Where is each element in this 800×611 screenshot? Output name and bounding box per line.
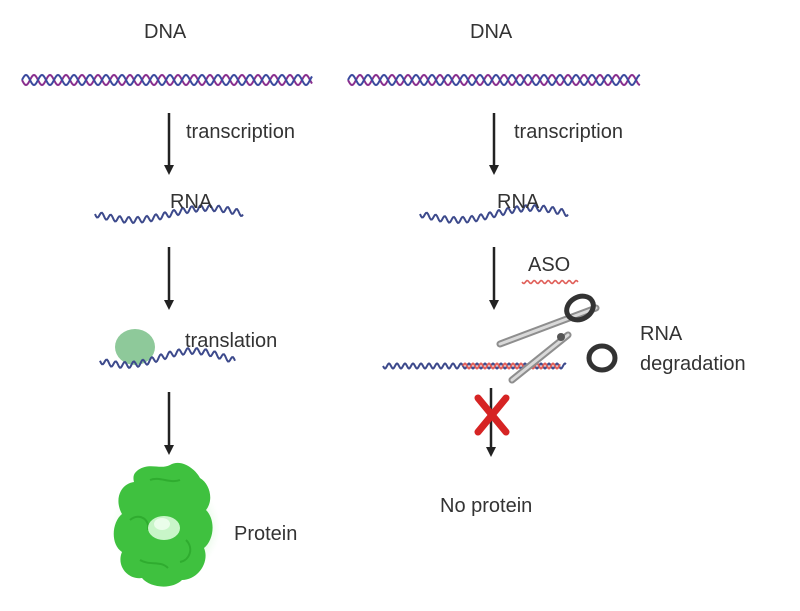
aso-label: ASO (528, 254, 570, 276)
left-transcription-label: transcription (186, 121, 295, 143)
no-protein-label: No protein (440, 495, 532, 517)
dna-double-helix-icon (347, 73, 641, 87)
left-dna-label: DNA (144, 21, 187, 43)
left-translation-label: translation (185, 330, 277, 352)
right-dna-label: DNA (470, 21, 513, 43)
scissors-icon (496, 293, 618, 384)
aso-strand-icon (521, 279, 579, 285)
degradation-label-line2: degradation (640, 353, 746, 375)
block-cross-icon (474, 394, 510, 436)
rna-strand-translating (99, 347, 236, 370)
degradation-label-line1: RNA (640, 323, 683, 345)
dna-double-helix-icon (21, 73, 313, 87)
left-rna-label: RNA (170, 191, 213, 213)
protein-icon (111, 462, 221, 587)
rna-strand-icon (419, 203, 569, 225)
protein-label: Protein (234, 523, 297, 545)
right-transcription-label: transcription (514, 121, 623, 143)
ribosome-icon (115, 329, 155, 365)
aso-bound-strand (462, 362, 561, 370)
rna-strand-icon (94, 203, 244, 225)
right-rna-label: RNA (497, 191, 540, 213)
